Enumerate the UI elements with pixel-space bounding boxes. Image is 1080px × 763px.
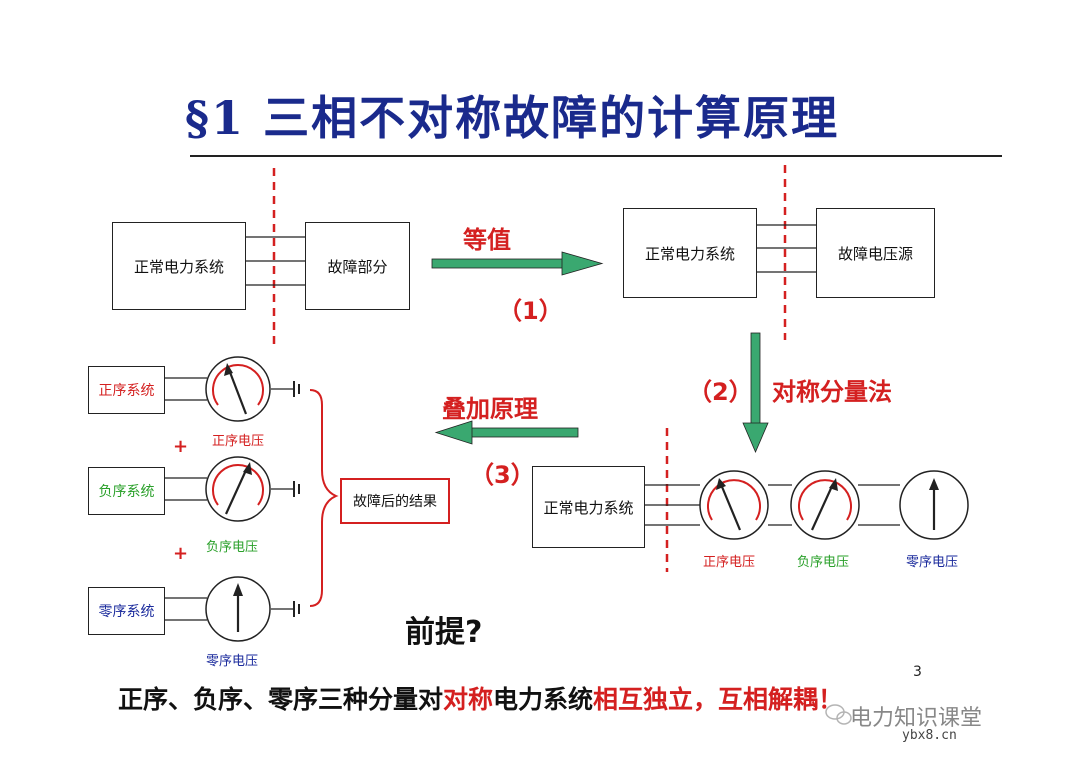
superposition-step: （3） <box>470 461 535 489</box>
neg-voltage-label-left: 负序电压 <box>206 540 259 555</box>
zero-seq-system-label: 零序系统 <box>98 604 155 620</box>
symmetric-label: 对称分量法 <box>772 378 892 406</box>
connection-lines-top-left <box>245 236 305 286</box>
normal-system-label: 正常电力系统 <box>133 257 224 276</box>
watermark: 电力知识课堂 <box>850 706 983 731</box>
pos-voltage-label-left: 正序电压 <box>212 434 265 449</box>
bottom-statement-part2: 对称 <box>443 685 494 714</box>
zero-seq-system-box: 零序系统 <box>88 587 165 635</box>
bottom-statement-part3: 电力系统 <box>493 685 594 714</box>
fault-source-box: 故障电压源 <box>816 208 935 298</box>
zero-voltage-label-left: 零序电压 <box>206 654 259 669</box>
page-number: 3 <box>913 664 922 680</box>
normal-system-label: 正常电力系统 <box>543 498 634 517</box>
title-divider <box>190 155 1002 157</box>
equiv-label: 等值 <box>463 226 511 254</box>
neg-seq-system-label: 负序系统 <box>98 484 155 500</box>
pos-seq-system-label: 正序系统 <box>98 383 155 399</box>
zero-voltage-label-right: 零序电压 <box>906 555 959 570</box>
fault-part-label: 故障部分 <box>327 257 388 276</box>
left-neg-lines <box>163 477 293 501</box>
plus-sign: + <box>173 436 189 457</box>
neg-seq-system-box: 负序系统 <box>88 467 165 515</box>
superposition-arrow <box>434 420 579 445</box>
left-pos-source <box>205 356 300 422</box>
connection-lines-bottom-right <box>643 484 900 526</box>
pos-voltage-label-right: 正序电压 <box>703 555 756 570</box>
symmetric-arrow <box>742 332 769 454</box>
neg-seq-source-right <box>790 470 860 540</box>
fault-result-box: 故障后的结果 <box>340 478 450 524</box>
left-neg-source <box>205 456 300 522</box>
normal-system-box-top-left: 正常电力系统 <box>112 222 246 310</box>
neg-voltage-label-right: 负序电压 <box>797 555 850 570</box>
zero-seq-source-right <box>899 470 969 540</box>
fault-result-label: 故障后的结果 <box>353 494 437 510</box>
symmetric-step: （2） <box>688 378 753 406</box>
left-zero-source <box>205 576 300 642</box>
fault-part-box: 故障部分 <box>305 222 410 310</box>
result-brace <box>309 389 339 607</box>
pos-seq-system-box: 正序系统 <box>88 366 165 414</box>
left-zero-lines <box>163 597 293 621</box>
watermark-url: ybx8.cn <box>902 728 957 743</box>
page-title: §1 三相不对称故障的计算原理 <box>185 91 840 145</box>
connection-lines-top-right <box>755 224 816 273</box>
left-pos-lines <box>163 377 293 401</box>
equiv-arrow <box>431 251 604 276</box>
superposition-label: 叠加原理 <box>442 395 538 423</box>
wechat-icon <box>825 704 852 725</box>
normal-system-box-top-right: 正常电力系统 <box>623 208 757 298</box>
fault-source-label: 故障电压源 <box>837 244 913 263</box>
normal-system-label: 正常电力系统 <box>644 244 735 263</box>
bottom-statement-part1: 正序、负序、零序三种分量对 <box>118 685 444 714</box>
plus-sign: + <box>173 543 189 564</box>
pos-seq-source-right <box>699 470 769 540</box>
bottom-statement-part4: 相互独立，互相解耦！ <box>593 685 844 714</box>
equiv-step: （1） <box>498 297 563 325</box>
bottom-statement: 正序、负序、零序三种分量对对称电力系统相互独立，互相解耦！ <box>118 680 843 716</box>
premise-text: 前提? <box>405 615 483 650</box>
normal-system-box-bottom-right: 正常电力系统 <box>532 466 645 548</box>
